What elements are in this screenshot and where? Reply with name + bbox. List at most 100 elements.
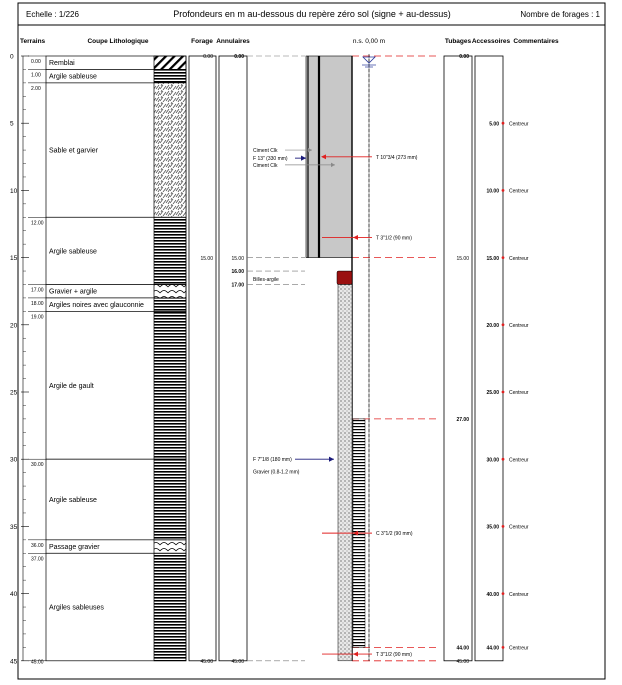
annulus-note: Ciment Clk: [253, 148, 278, 154]
annulaire-depth-label: 45.00: [231, 659, 244, 665]
tubages-box: [443, 55, 473, 662]
layer-pattern: [153, 55, 187, 70]
axis-tick-label: 5: [10, 121, 14, 128]
col-header-tubages: Tubages: [445, 38, 472, 45]
casing-arrowhead: [353, 530, 358, 536]
accessoire-depth: 15.00: [486, 256, 499, 262]
layer-name: Sable et garvier: [49, 148, 99, 155]
col-header-commentaires: Commentaires: [513, 38, 559, 45]
accessoire-comment: Centreur: [509, 525, 529, 531]
accessoire-comment: Centreur: [509, 256, 529, 262]
casing-arrowhead: [321, 154, 326, 160]
clay-plug: [336, 270, 353, 285]
accessoire-depth: 35.00: [486, 525, 499, 531]
frame: [17, 2, 606, 680]
axis-tick-label: 45: [10, 658, 18, 665]
layer-top-label: 18.00: [31, 301, 44, 307]
accessoire-depth: 25.00: [486, 390, 499, 396]
col-header-accessoires: Accessoires: [472, 38, 511, 45]
centreur-marker: [501, 645, 505, 649]
accessoire-comment: Centreur: [509, 592, 529, 598]
layer-name: Argile sableuse: [49, 248, 97, 255]
layer-top-label: 12.00: [31, 220, 44, 226]
annulus-arrowhead: [331, 162, 335, 168]
annulus-arrowhead: [301, 155, 306, 161]
centreur-marker: [501, 323, 505, 327]
layer-pattern: [153, 69, 187, 84]
accessoire-comment: Centreur: [509, 390, 529, 396]
col-header-lithology: Coupe Lithologique: [87, 38, 148, 45]
annulus-note: Billes-argile: [253, 277, 279, 283]
accessoire-comment: Centreur: [509, 457, 529, 463]
col-header-terrains: Terrains: [20, 38, 46, 45]
axis-tick-label: 25: [10, 390, 18, 397]
annulaire-depth-label: 0.00: [234, 54, 244, 60]
casing-arrowhead: [353, 235, 358, 240]
borehole-count: Nombre de forages : 1: [520, 10, 600, 19]
annulus-note: Gravier (0.8-1.2 mm): [253, 469, 300, 475]
tubage-depth-label: 15.00: [456, 256, 469, 262]
annulus-note: F 7"1/8 (180 mm): [253, 457, 292, 463]
layer-pattern: [153, 82, 187, 218]
layer-top-label: 1.00: [31, 72, 41, 78]
layer-top-label: 36.00: [31, 543, 44, 549]
tubage-depth-label: 27.00: [456, 417, 469, 423]
layer-pattern: [153, 458, 187, 541]
accessoires-box: [474, 55, 504, 662]
casing-note: T 3"1/2 (90 mm): [376, 235, 412, 241]
layer-pattern: [153, 539, 187, 554]
centreur-marker: [501, 457, 505, 461]
annulus-note: F 13" (330 mm): [253, 156, 288, 162]
forage-column: 0.00 15.00 45.00: [188, 54, 217, 665]
layer-top-label: 30.00: [31, 462, 44, 468]
layer-name: Argiles sableuses: [49, 605, 104, 612]
annulaire-depth-label: 15.00: [231, 256, 244, 262]
scale-label: Echelle : 1/226: [26, 10, 79, 19]
axis-tick-label: 30: [10, 457, 18, 464]
axis-tick-label: 40: [10, 591, 18, 598]
accessoire-comment: Centreur: [509, 189, 529, 195]
layer-bottom-label: 45.00: [31, 659, 44, 665]
layer-top-label: 19.00: [31, 314, 44, 320]
annulaires-column: 0.00 15.00 16.00 17.00 45.00: [218, 54, 248, 665]
axis-tick-label: 35: [10, 524, 18, 531]
tubage-depth-label: 0.00: [459, 54, 469, 60]
layer-pattern: [153, 297, 187, 312]
accessoire-depth: 44.00: [486, 646, 499, 652]
col-header-annulaires: Annulaires: [216, 38, 250, 45]
annulaire-depth-label: 17.00: [231, 283, 244, 289]
forage-depth-label: 0.00: [203, 54, 213, 60]
accessoire-comment: Centreur: [509, 121, 529, 127]
annulus-arrowhead: [308, 147, 312, 153]
annulus-note: Ciment Clk: [253, 163, 278, 169]
casing-note: T 3"1/2 (90 mm): [376, 652, 412, 658]
casing-note: C 3"1/2 (90 mm): [376, 531, 413, 537]
accessoire-depth: 10.00: [486, 189, 499, 195]
axis-tick-label: 10: [10, 188, 18, 195]
gravel-pack: [337, 284, 353, 662]
layer-name: Gravier + argile: [49, 289, 97, 296]
layer-name: Remblai: [49, 60, 75, 67]
axis-tick-label: 15: [10, 255, 18, 262]
layer-pattern: [153, 552, 187, 662]
accessoire-depth: 40.00: [486, 592, 499, 598]
centreur-marker: [501, 256, 505, 259]
forage-box: [188, 55, 217, 662]
axis-tick-label: 20: [10, 322, 18, 329]
forage-depth-label: 45.00: [200, 659, 213, 665]
page-title: Profondeurs en m au-dessous du repère zé…: [173, 9, 450, 19]
layer-name: Argiles noires avec glauconnie: [49, 302, 144, 309]
centreur-marker: [501, 121, 505, 125]
layer-name: Argile de gault: [49, 383, 94, 390]
layer-top-label: 17.00: [31, 287, 44, 293]
water-level-icon: [362, 56, 376, 64]
annulaire-depth-label: 16.00: [231, 269, 244, 275]
layer-name: Argile sableuse: [49, 497, 97, 504]
forage-depth-label: 15.00: [200, 256, 213, 262]
